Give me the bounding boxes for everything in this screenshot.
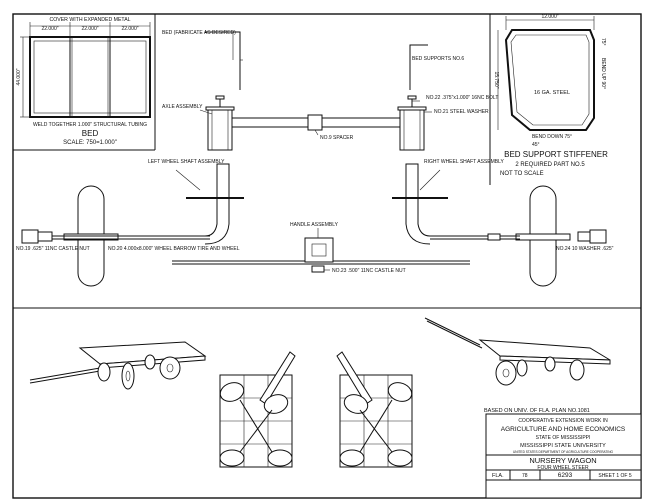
- right-shaft-label: RIGHT WHEEL SHAFT ASSEMBLY: [424, 159, 504, 165]
- fla-number: 78: [522, 473, 528, 479]
- handle-label: HANDLE ASSEMBLY: [290, 222, 339, 228]
- wheel-20-label: NO.20 4.000x8.000" WHEEL BARROW TIRE AND…: [108, 246, 240, 252]
- wagon-perspective-right: [424, 317, 611, 386]
- axle-assembly-label: AXLE ASSEMBLY: [162, 104, 203, 110]
- washer-21-label: NO.21 STEEL WASHER: [434, 109, 489, 115]
- washer-24-label: NO.24 10 WASHER .625": [556, 246, 614, 252]
- stiffener-width: 12.000": [541, 14, 558, 20]
- based-on-label: BASED ON UNIV. OF FLA. PLAN NO.1081: [484, 408, 590, 414]
- stiffener-material: 16 GA. STEEL: [534, 90, 570, 96]
- castle-nut-23-label: NO.23 .500" 11NC CASTLE NUT: [332, 268, 406, 274]
- sheet-number: SHEET 1 OF 5: [598, 473, 631, 479]
- drawing-subtitle: FOUR WHEEL STEER: [537, 465, 589, 471]
- bed-title: BED: [82, 129, 99, 138]
- bed-plan: COVER WITH EXPANDED METAL 22.000" 22.000…: [16, 17, 151, 146]
- axle-assembly-view: BED (FABRICATE AS DESIRED) BED SUPPORTS …: [162, 30, 498, 151]
- coop-line-1: COOPERATIVE EXTENSION WORK IN: [518, 418, 608, 424]
- stiffener-outline: [504, 29, 595, 131]
- steering-assembly-view: LEFT WHEEL SHAFT ASSEMBLY RIGHT WHEEL SH…: [16, 159, 614, 287]
- bed-frame: [29, 36, 151, 118]
- bed-scale: SCALE: 750=1.000": [63, 140, 117, 146]
- coop-line-5: UNITED STATES DEPARTMENT OF AGRICULTURE …: [513, 450, 614, 454]
- wagon-perspective-left: [29, 341, 207, 390]
- coop-line-4: MISSISSIPPI STATE UNIVERSITY: [520, 443, 606, 449]
- stiffener-height: 15.750": [493, 71, 499, 88]
- bed-dim-1: 22.000": [41, 26, 58, 32]
- drawing-title: NURSERY WAGON: [529, 456, 596, 465]
- coop-line-3: STATE OF MISSISSIPPI: [536, 435, 591, 441]
- fla-label: FLA.: [492, 473, 504, 479]
- bed-dim-2: 22.000": [81, 26, 98, 32]
- wagon-top-view-right: [336, 351, 413, 468]
- spacer-label: NO.9 SPACER: [320, 135, 354, 141]
- wagon-top-view-left: [219, 351, 296, 468]
- stiffener-scale: NOT TO SCALE: [500, 171, 544, 177]
- bed-dim-3: 22.000": [121, 26, 138, 32]
- stiffener-view: 12.000" 75° 15.750" 16 GA. STEEL BEND UP…: [493, 14, 608, 177]
- stiffener-required: 2 REQUIRED PART NO.5: [515, 162, 585, 168]
- stiffener-bend-up: BEND UP 90°: [600, 58, 606, 89]
- left-shaft-label: LEFT WHEEL SHAFT ASSEMBLY: [148, 159, 225, 165]
- bolt-label: NO.22 .375"x1.000" 16NC BOLT: [426, 95, 498, 101]
- castle-nut-19-label: NO.19 .625" 11NC CASTLE NUT: [16, 246, 90, 252]
- stiffener-angle-top: 75°: [600, 38, 606, 46]
- stiffener-bend-down: BEND DOWN 75°: [532, 134, 572, 140]
- stiffener-title: BED SUPPORT STIFFENER: [504, 150, 608, 159]
- bed-weld-note: WELD TOGETHER 1.000" STRUCTURAL TUBING: [33, 122, 147, 128]
- spacer: [307, 114, 323, 131]
- bed-fabricate-note: BED (FABRICATE AS DESIRED): [162, 30, 236, 36]
- bed-height-dim: 44.000": [16, 68, 22, 85]
- handle-assembly: [304, 237, 334, 263]
- coop-line-2: AGRICULTURE AND HOME ECONOMICS: [501, 426, 626, 433]
- stiffener-angle-bottom: 45°: [532, 142, 540, 148]
- sheet-border: [12, 13, 642, 499]
- title-block: BASED ON UNIV. OF FLA. PLAN NO.1081 COOP…: [484, 408, 642, 499]
- plan-number: 6293: [558, 472, 573, 479]
- bed-cover-note: COVER WITH EXPANDED METAL: [49, 17, 130, 23]
- bed-supports-label: BED SUPPORTS NO.6: [412, 56, 464, 62]
